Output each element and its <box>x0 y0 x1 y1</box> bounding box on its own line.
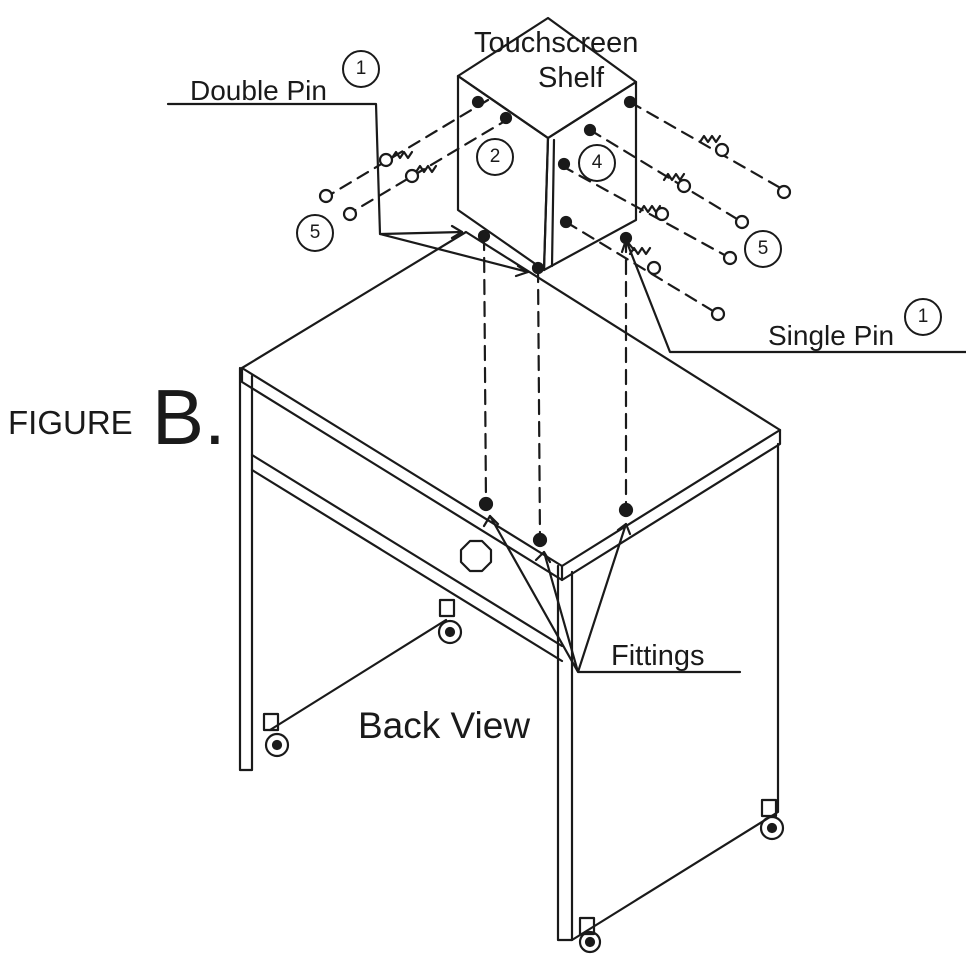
callout-right-pins: 5 <box>744 230 782 268</box>
pins-right <box>560 100 786 316</box>
spring-left-top <box>390 150 414 160</box>
double-pin-label: Double Pin <box>190 75 327 106</box>
spring-right-1 <box>698 134 722 144</box>
spring-right-2 <box>662 172 686 182</box>
desk <box>238 230 782 942</box>
touchscreen-shelf <box>456 16 638 272</box>
shelf-title-line2: Shelf <box>538 62 605 94</box>
callout-single-pin: 1 <box>904 298 942 336</box>
caster-back-right <box>759 798 785 841</box>
fittings-leader <box>488 514 742 674</box>
fittings-arrowheads <box>482 514 632 564</box>
desk-front-rail <box>250 453 564 663</box>
spring-left-mid <box>414 164 438 174</box>
pins-left <box>326 98 512 214</box>
shelf-corner-thickness <box>550 138 556 268</box>
figure-label: FIGURE <box>8 404 133 441</box>
single-pin-label: Single Pin <box>768 320 895 351</box>
pin-line-left-mid <box>350 116 512 214</box>
pin-line-right-4 <box>564 220 720 316</box>
desk-right-panel-side <box>570 442 780 942</box>
desk-octagon-grommet <box>459 539 493 573</box>
desk-left-panel <box>238 366 254 772</box>
caster-front-right <box>578 916 602 954</box>
back-view-label: Back View <box>358 705 531 746</box>
fittings-label: Fittings <box>611 640 705 672</box>
single-pin-arrowhead <box>620 238 636 254</box>
caster-front-left <box>262 712 290 758</box>
desk-back-panel-edge <box>268 618 448 732</box>
alignment-guides <box>482 234 628 542</box>
callout-left-pins: 5 <box>296 214 334 252</box>
pin-line-right-3 <box>560 164 732 260</box>
callout-left-face: 2 <box>476 138 514 176</box>
leader-lines <box>166 102 966 674</box>
pin-line-right-1 <box>628 100 786 192</box>
desk-top-front-edge <box>240 366 564 582</box>
pin-line-left-top <box>326 98 490 198</box>
casters <box>262 598 785 954</box>
single-pin-leader <box>624 238 966 354</box>
desk-right-panel-front <box>556 564 574 942</box>
pin-ends <box>318 142 792 322</box>
desk-top-surface <box>240 230 782 568</box>
callout-right-face: 4 <box>578 144 616 182</box>
caster-back-left <box>437 598 463 645</box>
double-pin-leader <box>166 102 530 274</box>
shelf-title-line1: Touchscreen <box>474 27 639 59</box>
shelf-right-face <box>542 80 638 272</box>
double-pin-arrowheads <box>450 224 530 278</box>
desk-top-right-edge <box>560 428 782 582</box>
callout-double-pin: 1 <box>342 50 380 88</box>
figure-letter: B. <box>152 373 226 461</box>
desk-fittings <box>478 496 634 548</box>
